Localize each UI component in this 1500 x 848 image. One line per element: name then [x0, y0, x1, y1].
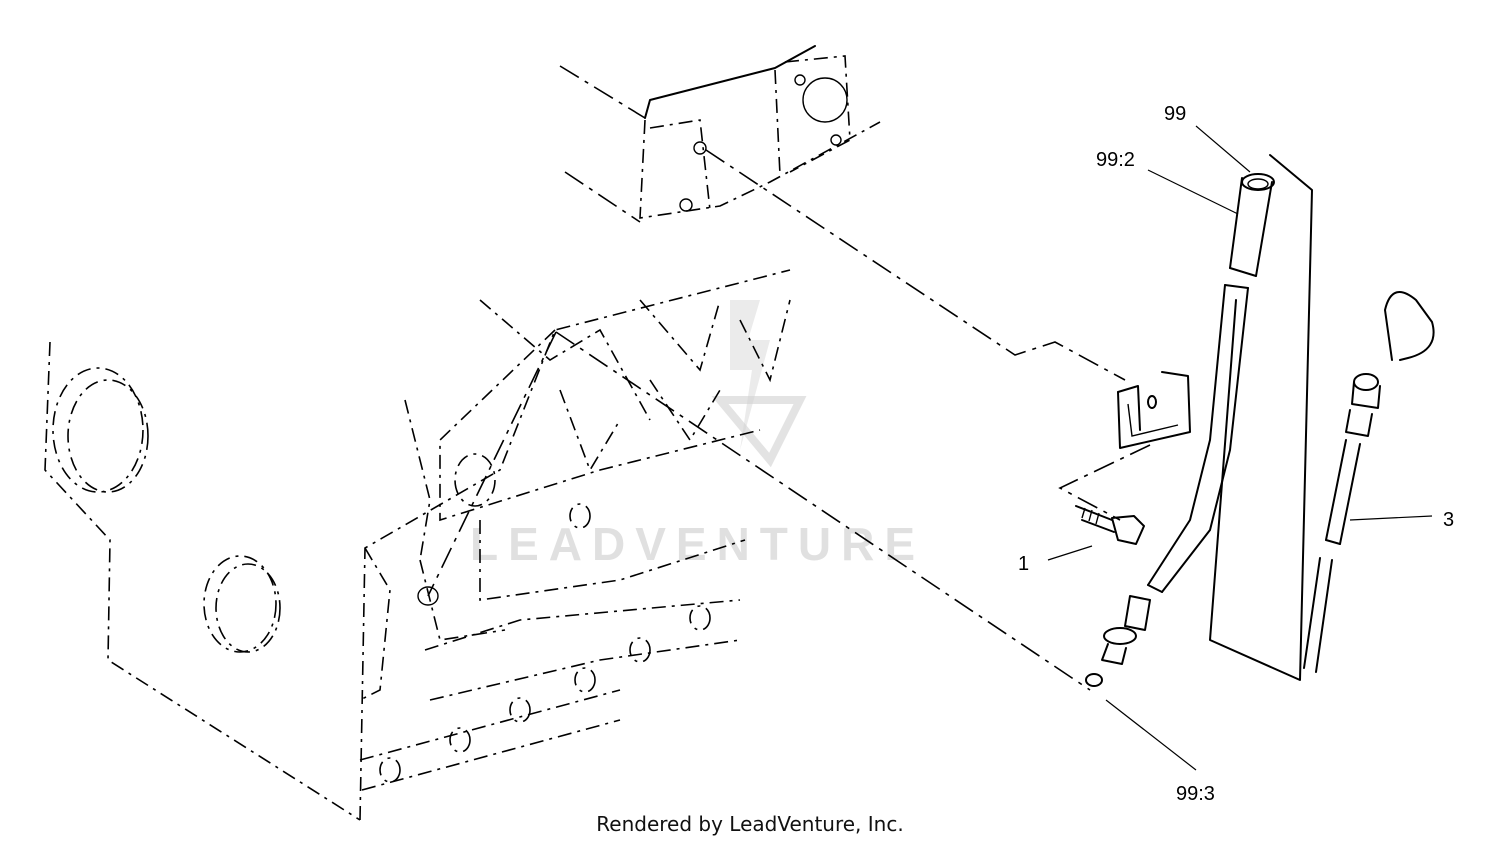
callout-99-2: 99:2 — [1096, 149, 1135, 171]
leader-lines — [1047, 125, 1433, 771]
watermark: LEADVENTURE — [470, 300, 925, 570]
center-lines — [427, 149, 1151, 691]
callouts: 99 99:2 1 3 99:3 — [1018, 103, 1454, 805]
footer-credit: Rendered by LeadVenture, Inc. — [596, 812, 904, 836]
bolt-part — [1075, 505, 1145, 545]
callout-99: 99 — [1164, 103, 1186, 125]
callout-3: 3 — [1443, 509, 1454, 531]
dipstick-panel — [1209, 154, 1313, 681]
callout-1: 1 — [1018, 553, 1029, 575]
engine-block — [44, 269, 791, 821]
dipstick-tube — [1085, 173, 1275, 687]
upper-block-fragment — [559, 45, 881, 223]
callout-99-3: 99:3 — [1176, 783, 1215, 805]
watermark-text: LEADVENTURE — [470, 518, 925, 570]
dipstick — [1303, 291, 1435, 673]
watermark-logo-icon — [730, 300, 770, 450]
